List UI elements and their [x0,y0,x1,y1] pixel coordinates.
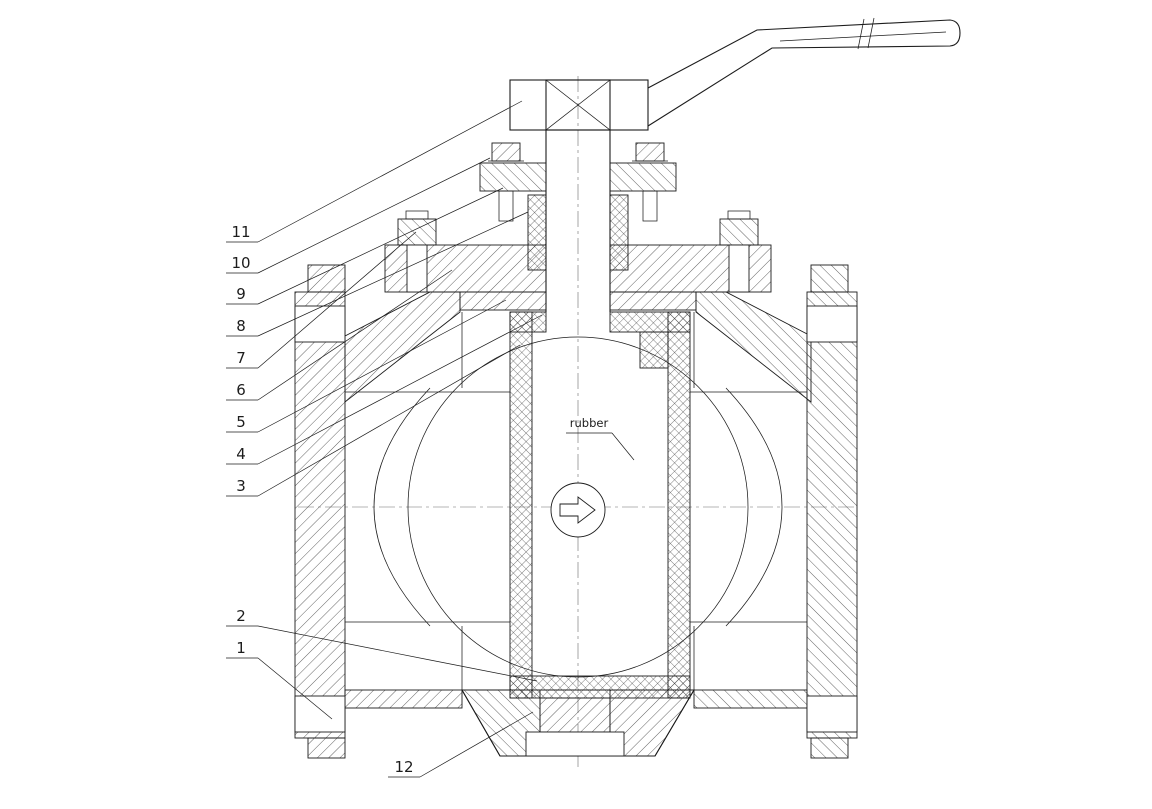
callout-6-label: 6 [236,381,246,399]
pipe-flange-right [806,264,858,759]
callout-10-label: 10 [231,254,250,272]
callout-12: 12 [388,711,534,778]
callout-11: 11 [226,100,523,243]
callout-7: 7 [226,231,417,369]
callout-2: 2 [226,607,538,682]
flow-direction-indicator [550,482,606,538]
callout-4-label: 4 [236,445,246,463]
callout-3: 3 [226,344,521,497]
callout-6: 6 [226,269,453,401]
callout-7-label: 7 [236,349,246,367]
callout-5: 5 [226,299,507,433]
callout-1-label: 1 [236,639,246,657]
gland-bolts [488,142,668,222]
seat-liner-rubber [509,311,691,699]
bonnet-bolts [397,210,759,293]
callout-1: 1 [226,639,333,720]
callout-2-label: 2 [236,607,246,625]
callout-10: 10 [226,157,491,274]
callout-8-label: 8 [236,317,246,335]
lever-handle [647,17,961,127]
callout-9: 9 [226,187,504,305]
callout-4: 4 [226,314,543,465]
pipe-flange-left [294,264,346,759]
stem-head [509,79,649,131]
callout-5-label: 5 [236,413,246,431]
rubber-label-text: rubber [570,416,609,430]
stem [545,130,611,312]
callout-3-label: 3 [236,477,246,495]
callout-8: 8 [226,211,529,337]
flow-arrow-icon [559,496,596,524]
callout-12-label: 12 [394,758,413,776]
drain-plug [525,697,625,757]
callout-11-label: 11 [231,223,250,241]
gland-flange [479,162,677,192]
callout-9-label: 9 [236,285,246,303]
rubber-label: rubber [566,416,635,461]
